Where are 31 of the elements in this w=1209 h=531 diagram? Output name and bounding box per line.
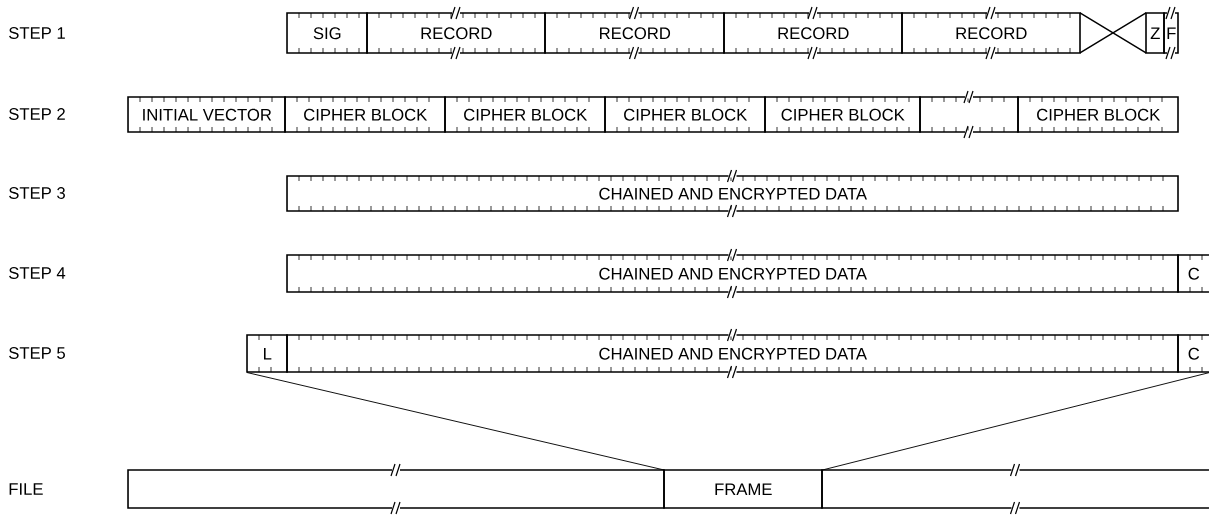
field-box: CIPHER BLOCK bbox=[604, 96, 766, 133]
step-label: STEP 3 bbox=[9, 187, 65, 199]
field-box: CIPHER BLOCK bbox=[444, 96, 606, 133]
field-box: C bbox=[1177, 334, 1209, 373]
field-box: INITIAL VECTOR bbox=[127, 96, 286, 133]
field-box: SIG bbox=[286, 12, 368, 54]
field-box: FRAME bbox=[663, 469, 823, 509]
step-label: STEP 5 bbox=[9, 347, 65, 359]
field-box: RECORD bbox=[544, 6, 725, 60]
field-box: RECORD bbox=[723, 6, 903, 60]
empty-field-box bbox=[919, 90, 1019, 139]
field-box: L bbox=[246, 334, 288, 373]
step-label: STEP 2 bbox=[9, 108, 65, 120]
field-box: CIPHER BLOCK bbox=[284, 96, 446, 133]
field-box: CHAINED AND ENCRYPTED DATA bbox=[286, 169, 1179, 218]
step-label: STEP 1 bbox=[9, 27, 65, 39]
field-box: RECORD bbox=[366, 6, 546, 60]
field-box: F bbox=[1163, 6, 1179, 60]
field-box: RECORD bbox=[901, 6, 1081, 60]
field-box: CIPHER BLOCK bbox=[1017, 96, 1179, 133]
field-box: CHAINED AND ENCRYPTED DATA bbox=[286, 248, 1179, 299]
field-box: C bbox=[1177, 254, 1209, 293]
step-label: FILE bbox=[9, 483, 43, 495]
field-box: CIPHER BLOCK bbox=[764, 96, 921, 133]
empty-field-box bbox=[127, 463, 665, 515]
leader-line bbox=[822, 372, 1209, 471]
empty-field-box bbox=[821, 463, 1209, 515]
step-label: STEP 4 bbox=[9, 267, 66, 279]
field-box: CHAINED AND ENCRYPTED DATA bbox=[286, 328, 1179, 379]
field-box: Z bbox=[1145, 12, 1165, 54]
leader-line bbox=[246, 372, 665, 471]
